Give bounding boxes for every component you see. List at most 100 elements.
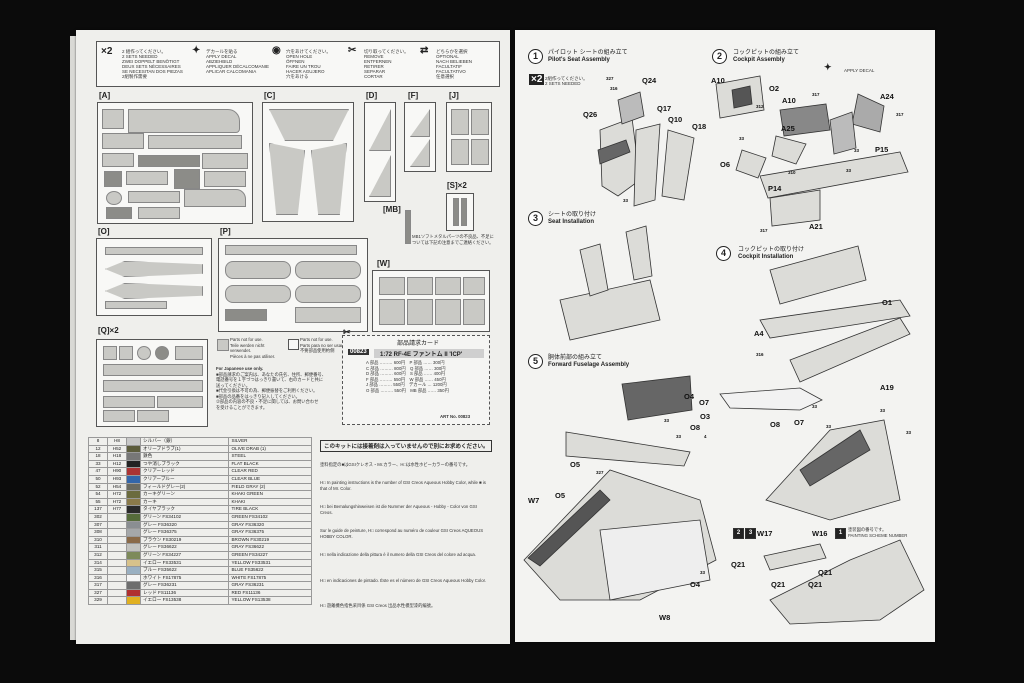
paint-note-jp: 塗料指定の■はGSIクレオス・Mr.カラー、H□は水性ホビーカラーの番号です。	[320, 462, 471, 467]
color-ref: 312	[756, 104, 764, 109]
sprue-d-frame	[364, 102, 396, 202]
callout-a10-top: A10	[711, 76, 725, 85]
step2-decal-icon: ✦	[824, 62, 832, 72]
legend-col-4: 切り取ってください。 REMOVE ENTFERNEN RETIRER SEPA…	[364, 49, 409, 79]
callout-w8: W8	[659, 613, 671, 622]
sprue-label-a: [A]	[99, 91, 111, 100]
callout-o1: O1	[882, 298, 893, 307]
callout-w17: W17	[757, 529, 773, 538]
sprue-p-frame	[218, 238, 368, 332]
callout-o2: O2	[769, 84, 780, 93]
legend-col-5: どちらかを選択 OPTIONAL NACH BELIEBEN FACULTATI…	[436, 49, 473, 79]
paint-en-cell: YELLOW FS13538	[228, 596, 312, 606]
color-ref: 317	[896, 112, 904, 117]
color-ref: 33	[739, 136, 745, 141]
color-ref: 33	[623, 198, 629, 203]
sprue-label-o: [O]	[98, 227, 110, 236]
sprue-a-frame	[97, 102, 253, 224]
callout-q17: Q17	[657, 104, 672, 113]
step2-apply-decal: APPLY DECAL	[844, 68, 875, 73]
color-ref: 33	[676, 434, 682, 439]
step1-x2-icon: ×2	[529, 74, 545, 85]
color-ref: 317	[760, 228, 768, 233]
sprue-label-w: [W]	[377, 259, 390, 268]
color-ref: 316	[610, 86, 618, 91]
color-ref: 4	[704, 434, 707, 439]
sprue-f-frame	[404, 102, 436, 172]
japan-parts-order-note: For Japanese use only. ■部品請求のご案内は、あなたの氏名…	[216, 366, 327, 410]
sprue-label-c: [C]	[264, 91, 276, 100]
parts-card-art-no: ART No. 00823	[440, 414, 471, 419]
color-ref: 33	[700, 570, 706, 575]
callout-q24: Q24	[642, 76, 657, 85]
scissors-icon: ✂	[343, 327, 351, 337]
callout-o8-left: O8	[690, 423, 701, 432]
paint-note-it: H□ nella indicazione della pittura è il …	[320, 552, 476, 557]
callout-o5-lower: O5	[555, 491, 566, 500]
sprue-label-mb: [MB]	[383, 205, 401, 214]
mb-metal-part	[405, 210, 411, 244]
scheme-1-icon: 1	[835, 528, 846, 539]
parts-card-price-list: A 部品 ……… 600円 P 部品 …… 300円 C 部品 ……… 800円…	[366, 360, 449, 393]
callout-o4-bottom: O4	[690, 580, 701, 589]
callout-q26: Q26	[583, 110, 598, 119]
sprue-label-s: [S]×2	[447, 181, 467, 190]
sprue-label-p: [P]	[220, 227, 231, 236]
callout-o7-left: O7	[699, 398, 710, 407]
legend-col-3: 穴をあけてください。 OPEN HOLE ÖFFNEN FAIRE UN TRO…	[286, 49, 331, 79]
step-5-number: 5	[528, 354, 543, 369]
symbol-legend	[96, 41, 500, 87]
callout-o5-upper: O5	[570, 460, 581, 469]
sprue-o-frame	[96, 238, 212, 316]
paint-note-en: H□ In painting instructions is the numbe…	[320, 480, 486, 491]
color-ref: 33	[880, 408, 886, 413]
callout-q21-d: Q21	[808, 580, 823, 589]
paint-note-fr: Sur le guide de peinture, H□ correspond …	[320, 528, 484, 539]
paint-note-es: H□ en indicaciones de pintado. Éste es e…	[320, 578, 486, 583]
step-4-number: 4	[716, 246, 731, 261]
color-ref: 33	[846, 168, 852, 173]
sprue-label-q: [Q]×2	[98, 326, 119, 335]
painting-scheme-note: 塗装図の番号です。PAINTING SCHEME NUMBER	[848, 527, 908, 538]
callout-a24: A24	[880, 92, 894, 101]
paint-note-cn: H□ 遊離機色指色采目係 GSI Creos 出品水性模型漆的編號。	[320, 603, 436, 608]
callout-p14: P14	[768, 184, 782, 193]
sprue-s-frame	[446, 193, 474, 231]
parts-card-kit-code: 00823	[348, 349, 369, 355]
color-ref: 327	[596, 470, 604, 475]
sprue-label-j: [J]	[449, 91, 459, 100]
sprue-w-frame	[372, 270, 490, 332]
legend-col-1: 2 組作ってください。 2 SETS NEEDED ZWEI DOPPELT B…	[122, 49, 183, 79]
color-ref: 327	[606, 76, 614, 81]
no-glue-notice: このキットには接着剤は入っていませんので別にお求めください。	[320, 440, 492, 452]
mb-defect-note: MB1ソフトメタルパーツの不良品、不足については下記の注意までご連絡ください。	[412, 234, 494, 245]
legend-x2-icon: ×2	[101, 46, 113, 57]
parts-card-model: 1:72 RF-4E ファントム II 'ICP'	[374, 349, 484, 358]
callout-q21-b: Q21	[771, 580, 786, 589]
color-ref: 33	[854, 148, 860, 153]
callout-p15: P15	[875, 145, 889, 154]
color-ref: 33	[826, 424, 832, 429]
callout-o6: O6	[720, 160, 731, 169]
sprue-label-d: [D]	[366, 91, 378, 100]
callout-q10: Q10	[668, 115, 683, 124]
callout-a21: A21	[809, 222, 823, 231]
scheme-2-icon: 2	[733, 528, 744, 539]
callout-o4-top: O4	[684, 392, 695, 401]
remove-cut-icon: ✂	[348, 45, 357, 56]
color-ref: 33	[812, 404, 818, 409]
callout-w7: W7	[528, 496, 540, 505]
legend-col-2: デカールを貼る APPLY DECAL ABZIEHBILD APPLIQUER…	[206, 49, 270, 74]
not-for-use-swatch-grey	[217, 339, 229, 351]
scheme-3-icon: 3	[745, 528, 756, 539]
parts-card-title: 部品請求カード	[397, 341, 440, 347]
callout-o8-right: O8	[770, 420, 781, 429]
callout-a19: A19	[880, 383, 894, 392]
